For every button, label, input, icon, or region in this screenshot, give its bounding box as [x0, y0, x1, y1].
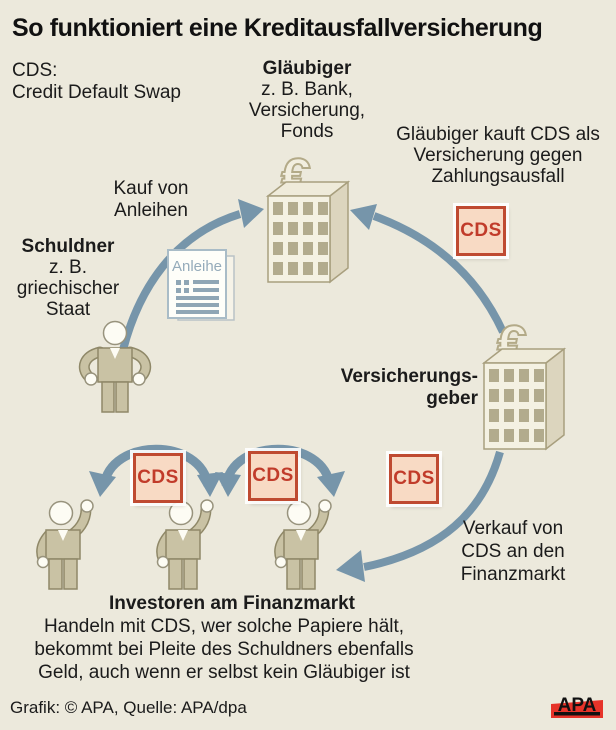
anleihe-label: Anleihe — [172, 258, 222, 275]
investor-person-icon — [36, 499, 94, 590]
schuldner-description: z. B. griechischer Staat — [16, 257, 120, 320]
anleihe-document-icon: Anleihe — [167, 249, 235, 321]
glaeubiger-description: z. B. Bank, Versicherung, Fonds — [248, 79, 366, 142]
schuldner-person-icon — [78, 320, 152, 413]
page-title: So funktioniert eine Kreditausfallversic… — [12, 14, 543, 42]
cds-badge: CDS — [456, 206, 506, 256]
note-verkauf-cds: Verkauf von CDS an den Finanzmarkt — [460, 518, 566, 585]
glaeubiger-building-icon: € — [265, 148, 351, 284]
note-glaeubiger-kauft-cds: Gläubiger kauft CDS als Versicherung geg… — [396, 124, 600, 187]
arrowhead-icon — [197, 472, 223, 497]
investor-person-icon — [274, 499, 332, 590]
versicherungsgeber-label: Versicherungs- geber — [340, 366, 478, 409]
note-kauf-von-anleihen: Kauf von Anleihen — [113, 178, 189, 221]
glaeubiger-label: Gläubiger z. B. Bank, Versicherung, Fond… — [217, 58, 397, 142]
versicherungsgeber-building-icon: € — [481, 315, 567, 451]
cds-badge: CDS — [389, 454, 439, 504]
schuldner-name: Schuldner — [21, 236, 115, 257]
glaeubiger-name: Gläubiger — [262, 58, 352, 79]
investoren-name: Investoren am Finanzmarkt — [108, 593, 356, 614]
investoren-description: Handeln mit CDS, wer solche Papiere hält… — [34, 616, 414, 683]
apa-logo-text: APA — [558, 695, 597, 716]
arrowhead-icon — [317, 471, 345, 497]
schuldner-label: Schuldner z. B. griechischer Staat — [3, 236, 133, 320]
arrowhead-icon — [215, 472, 241, 497]
cds-definition: CDS: Credit Default Swap — [12, 60, 181, 103]
arrowhead-icon — [89, 471, 116, 497]
cds-badge: CDS — [133, 453, 183, 503]
apa-logo-icon: APA — [551, 695, 603, 718]
arrowhead-icon — [350, 204, 377, 230]
cds-badge: CDS — [248, 451, 298, 501]
investor-person-icon — [156, 499, 214, 590]
credit-line: Grafik: © APA, Quelle: APA/dpa — [10, 698, 247, 717]
